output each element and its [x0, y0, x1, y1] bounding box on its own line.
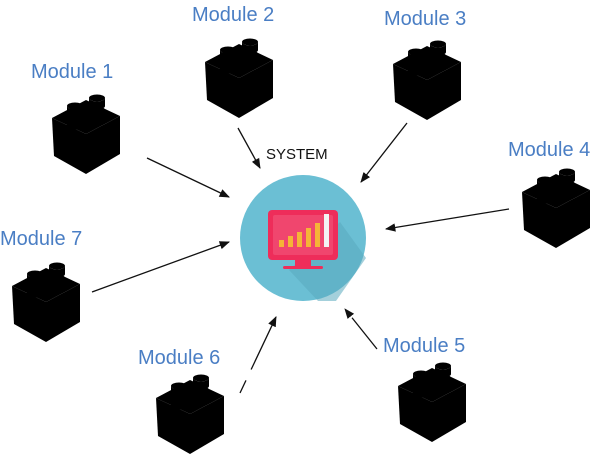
module-4: Module 4	[508, 139, 590, 248]
module-label: Module 7	[0, 228, 82, 250]
chart-bar	[306, 228, 311, 247]
lego-brick-icon	[393, 40, 461, 120]
arrow-module-6	[239, 316, 277, 394]
module-3: Module 3	[384, 8, 466, 120]
arrow-module-7	[91, 241, 230, 293]
lego-brick-icon	[205, 38, 273, 118]
module-label: Module 5	[383, 335, 465, 357]
chart-bar	[288, 236, 293, 247]
chart-bar	[279, 240, 284, 247]
module-label: Module 2	[192, 4, 274, 26]
chart-bar	[297, 232, 302, 247]
module-label: Module 1	[31, 61, 113, 83]
module-2: Module 2	[192, 4, 274, 118]
module-5: Module 5	[383, 335, 466, 442]
module-1: Module 1	[31, 61, 120, 174]
system-title: SYSTEM	[266, 146, 328, 163]
arrow-module-5	[344, 308, 378, 350]
lego-brick-icon	[522, 168, 590, 248]
lego-brick-icon	[52, 94, 120, 174]
arrow-module-1	[146, 157, 230, 198]
module-7: Module 7	[0, 228, 82, 342]
arrow-module-4	[384, 208, 510, 232]
chart-bar	[324, 214, 329, 247]
system-shadow	[289, 222, 366, 301]
system-node: SYSTEM	[240, 146, 366, 301]
module-label: Module 6	[138, 347, 220, 369]
module-label: Module 3	[384, 8, 466, 30]
chart-bar	[315, 223, 320, 247]
monitor-chart-icon	[268, 210, 338, 269]
lego-brick-icon	[398, 362, 466, 442]
lego-brick-icon	[12, 262, 80, 342]
lego-brick-icon	[156, 374, 224, 454]
module-label: Module 4	[508, 139, 590, 161]
module-6: Module 6	[138, 347, 224, 454]
arrow-module-3	[360, 122, 408, 183]
arrow-module-2	[237, 127, 261, 169]
